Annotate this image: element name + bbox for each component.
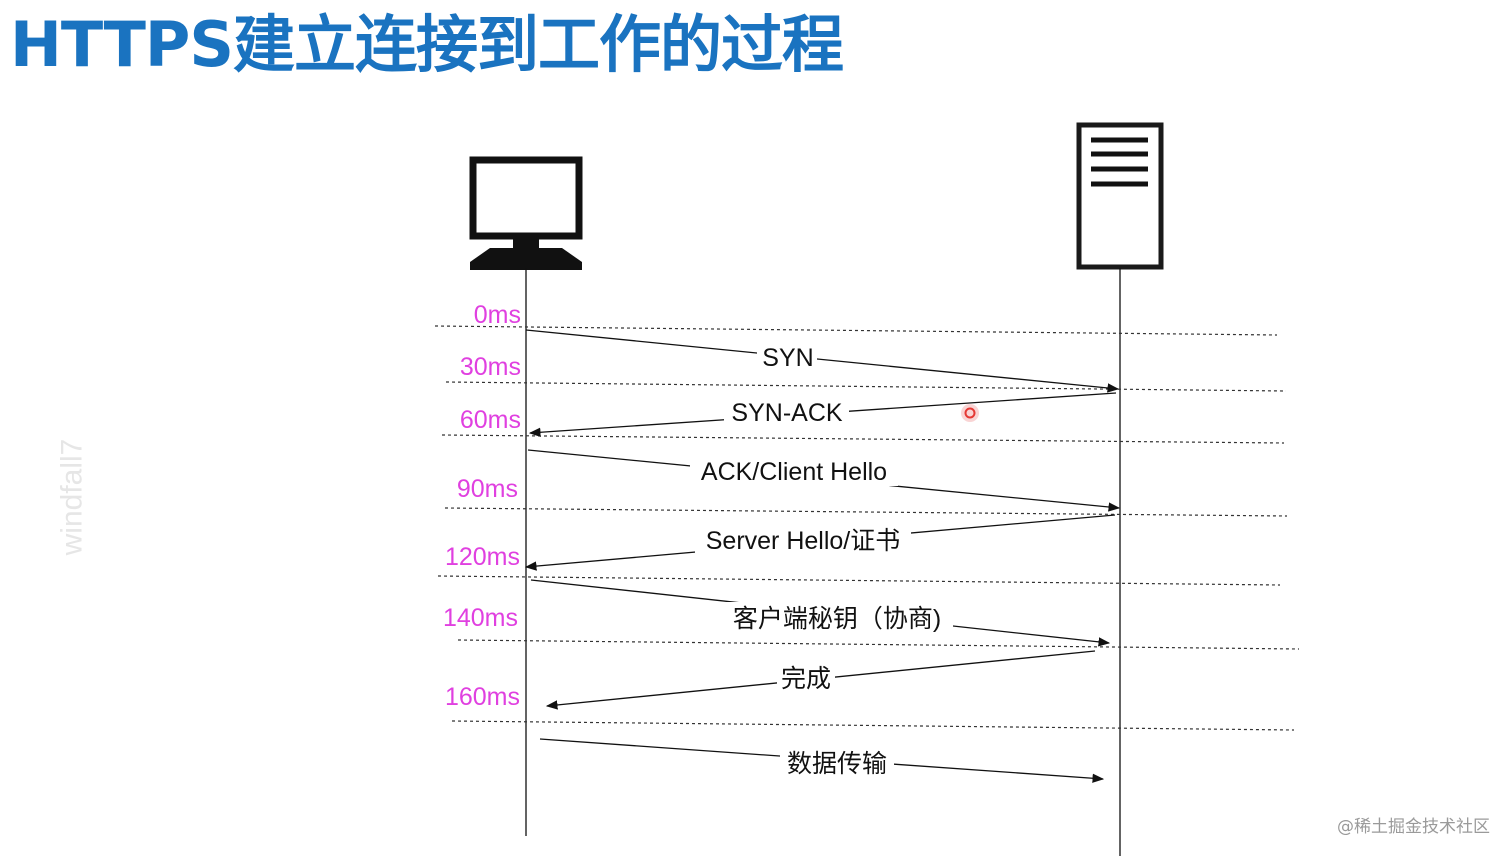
message-label-syn: SYN [762,344,813,372]
syn-arrow [525,329,1120,393]
time-separator [434,325,1278,336]
message-label-client-key: 客户端秘钥（协商) [733,605,941,633]
time-separator [445,381,1287,392]
message-label-syn-ack: SYN-ACK [731,399,842,427]
time-label-4: 120ms [445,543,520,571]
time-label-1: 30ms [460,353,521,381]
time-label-6: 160ms [445,683,520,711]
time-separators [434,325,1300,731]
pointer-indicator [961,404,979,422]
computer-monitor-icon [469,156,583,270]
message-label-data-transfer: 数据传输 [787,750,887,778]
time-separator [451,720,1295,731]
time-label-0: 0ms [474,301,521,329]
server-icon [1076,122,1164,270]
time-separator [441,434,1285,444]
time-separator [444,507,1288,517]
page-title: HTTPS建立连接到工作的过程 [10,8,844,81]
time-separator [437,575,1281,586]
message-label-ack-client-hello: ACK/Client Hello [701,458,887,486]
message-label-server-hello: Server Hello/证书 [706,527,901,555]
message-label-finished: 完成 [781,665,831,693]
time-label-3: 90ms [457,475,518,503]
time-label-2: 60ms [460,406,521,434]
time-separator [457,639,1300,650]
site-watermark: @稀土掘金技术社区 [1337,817,1490,837]
time-label-5: 140ms [443,604,518,632]
